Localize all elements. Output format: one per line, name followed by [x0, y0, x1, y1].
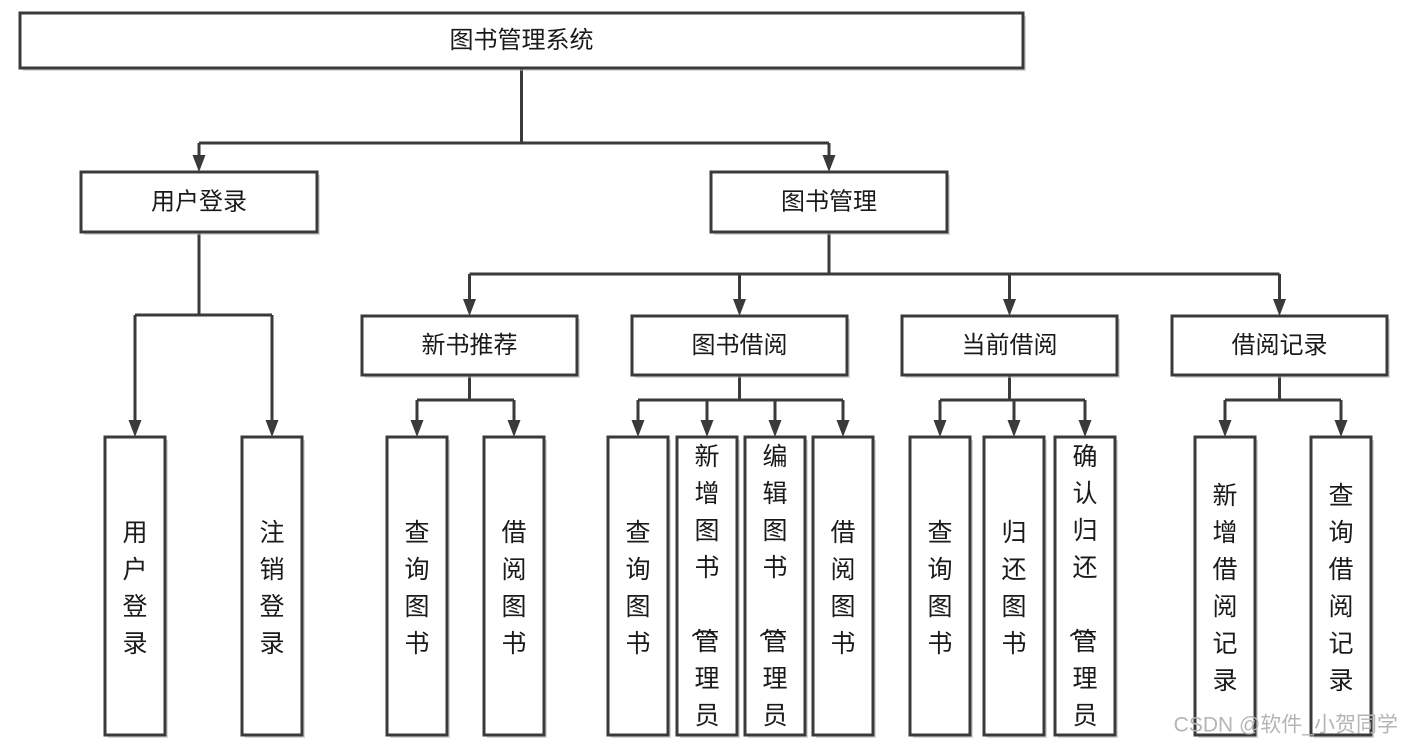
diagram-node[interactable]: 新书推荐 [360, 314, 580, 378]
node-label: 归还图书 [1001, 519, 1026, 658]
diagram-node[interactable]: 用户登录 [103, 435, 168, 738]
node-rect[interactable] [79, 170, 319, 234]
node-label: 注销登录 [259, 519, 284, 658]
node-rect[interactable] [811, 435, 875, 737]
node-rect[interactable] [482, 435, 546, 737]
node-label: 查询图书 [927, 519, 952, 658]
arrow-head-icon [822, 155, 836, 172]
node-rect[interactable] [675, 435, 739, 737]
arrow-head-icon [410, 420, 424, 437]
diagram-node[interactable]: 查询图书 [385, 435, 450, 738]
node-rect[interactable] [982, 435, 1046, 737]
node-rect[interactable] [385, 435, 449, 737]
edge-group-l1b [463, 232, 1286, 316]
diagram-node[interactable]: 图书管理 [709, 170, 950, 235]
node-rect[interactable] [1193, 435, 1257, 737]
node-rect[interactable] [908, 435, 972, 737]
diagram-node[interactable]: 图书借阅 [630, 314, 850, 378]
node-rect[interactable] [1309, 435, 1373, 737]
diagram-node[interactable]: 查询图书 [606, 435, 671, 738]
arrow-head-icon [733, 299, 746, 316]
arrow-head-icon [128, 420, 142, 437]
node-rect[interactable] [103, 435, 167, 737]
arrow-head-icon [1334, 420, 1348, 437]
arrow-head-icon [933, 420, 947, 437]
node-rect[interactable] [1053, 435, 1117, 737]
edge-group-l2d [1218, 375, 1348, 437]
diagram-node[interactable]: 借阅记录 [1170, 314, 1390, 378]
arrow-head-icon [1218, 420, 1232, 437]
node-label: 查询图书 [404, 519, 429, 658]
arrow-head-icon [507, 420, 521, 437]
node-label: 当前借阅 [962, 332, 1058, 359]
node-label: 借阅图书 [830, 519, 855, 658]
arrow-head-icon [700, 420, 714, 437]
diagram-node[interactable]: 归还图书 [982, 435, 1047, 738]
node-label: 用户登录 [122, 519, 147, 658]
csdn-watermark: CSDN @软件_小贺同学 [1174, 714, 1398, 737]
node-rect[interactable] [240, 435, 304, 737]
diagram-node[interactable]: 编辑图书（管理员） [743, 435, 808, 747]
diagram-node[interactable]: 注销登录 [240, 435, 305, 738]
edge-group-l2c [933, 375, 1092, 437]
diagram-node[interactable]: 查询图书 [908, 435, 973, 738]
arrow-head-icon [1078, 420, 1092, 437]
diagram-node[interactable]: 图书管理系统 [18, 11, 1026, 71]
node-label: 借阅图书 [501, 519, 526, 658]
edge-group-l1a [128, 232, 279, 437]
diagram-node[interactable]: 借阅图书 [482, 435, 547, 738]
node-rect[interactable] [606, 435, 670, 737]
node-label: 借阅记录 [1232, 332, 1328, 359]
edge-group-l2b [631, 375, 850, 437]
node-rect[interactable] [630, 314, 849, 377]
node-label: 用户登录 [151, 188, 247, 215]
node-rect[interactable] [360, 314, 579, 377]
node-rect[interactable] [900, 314, 1119, 377]
edge-group-root [192, 68, 836, 172]
arrow-head-icon [192, 155, 206, 172]
diagram-node[interactable]: 新增图书（管理员） [675, 435, 740, 747]
node-label: 图书管理系统 [450, 27, 594, 54]
diagram-node[interactable]: 当前借阅 [900, 314, 1120, 378]
node-label: 查询图书 [625, 519, 650, 658]
node-rect[interactable] [18, 11, 1025, 70]
arrow-head-icon [768, 420, 782, 437]
edge-layer [128, 68, 1348, 437]
diagram-node[interactable]: 用户登录 [79, 170, 320, 235]
node-label: 查询借阅记录 [1328, 482, 1353, 695]
edge-group-l2a [410, 375, 521, 437]
diagram-node[interactable]: 新增借阅记录 [1193, 435, 1258, 738]
node-rect[interactable] [709, 170, 949, 234]
diagram-node[interactable]: 确认归还（管理员） [1053, 435, 1118, 747]
arrow-head-icon [265, 420, 279, 437]
arrow-head-icon [463, 299, 476, 316]
arrow-head-icon [1007, 420, 1021, 437]
node-label: 新增图书（管理员） [688, 443, 719, 747]
node-label: 图书管理 [781, 188, 877, 215]
node-rect[interactable] [1170, 314, 1389, 377]
node-label: 编辑图书（管理员） [756, 443, 787, 747]
node-layer: 图书管理系统用户登录图书管理新书推荐图书借阅当前借阅借阅记录用户登录注销登录查询… [18, 11, 1390, 747]
arrow-head-icon [1273, 299, 1286, 316]
arrow-head-icon [1003, 299, 1016, 316]
node-label: 新书推荐 [422, 332, 518, 359]
diagram-node[interactable]: 查询借阅记录 [1309, 435, 1374, 738]
node-label: 新增借阅记录 [1212, 482, 1237, 695]
node-label: 确认归还（管理员） [1066, 443, 1097, 747]
arrow-head-icon [631, 420, 645, 437]
node-rect[interactable] [743, 435, 807, 737]
arrow-head-icon [836, 420, 850, 437]
diagram-node[interactable]: 借阅图书 [811, 435, 876, 738]
node-label: 图书借阅 [692, 332, 788, 359]
